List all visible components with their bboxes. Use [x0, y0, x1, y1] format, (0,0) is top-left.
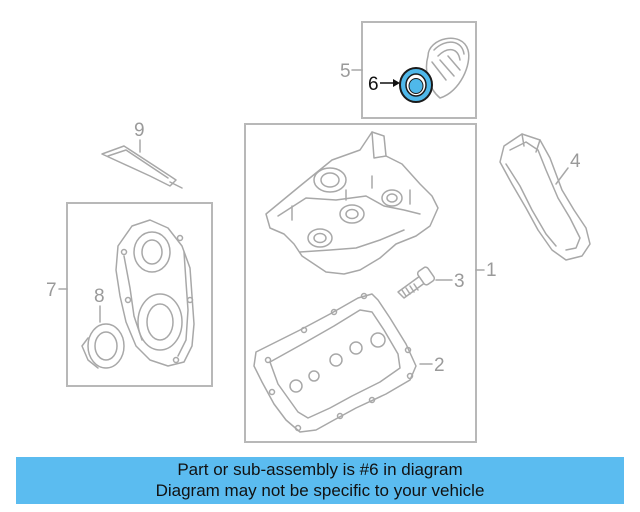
callout-label-9[interactable]: 9 [134, 120, 145, 141]
seal-ring-part-6[interactable] [399, 67, 433, 103]
info-banner: Part or sub-assembly is #6 in diagram Di… [16, 457, 624, 504]
banner-line-disclaimer: Diagram may not be specific to your vehi… [155, 481, 485, 500]
bolt-part-3[interactable] [397, 266, 436, 299]
callout-label-1[interactable]: 1 [486, 260, 497, 281]
crankshaft-seal-part-8[interactable] [81, 323, 125, 369]
group-box-1 [244, 123, 477, 443]
callout-label-2[interactable]: 2 [434, 355, 445, 376]
group-box-7 [66, 202, 213, 387]
timing-cover[interactable] [115, 219, 195, 367]
callout-label-5[interactable]: 5 [340, 61, 351, 82]
parts-diagram: 5 6 9 1 [46, 21, 591, 443]
callout-label-6[interactable]: 6 [368, 74, 379, 95]
cylinder-head-cover[interactable] [265, 131, 439, 275]
gasket-strip-part-9[interactable] [101, 145, 183, 189]
banner-line-part-number: Part or sub-assembly is #6 in diagram [177, 460, 463, 479]
callout-label-3[interactable]: 3 [454, 271, 465, 292]
breather-duct-part-4[interactable] [499, 133, 591, 261]
callout-label-8[interactable]: 8 [94, 286, 105, 307]
callout-label-4[interactable]: 4 [570, 151, 581, 172]
callout-label-7[interactable]: 7 [46, 280, 57, 301]
oil-filler-cap[interactable] [425, 37, 470, 99]
valve-cover-gasket-part-2[interactable] [253, 292, 417, 433]
